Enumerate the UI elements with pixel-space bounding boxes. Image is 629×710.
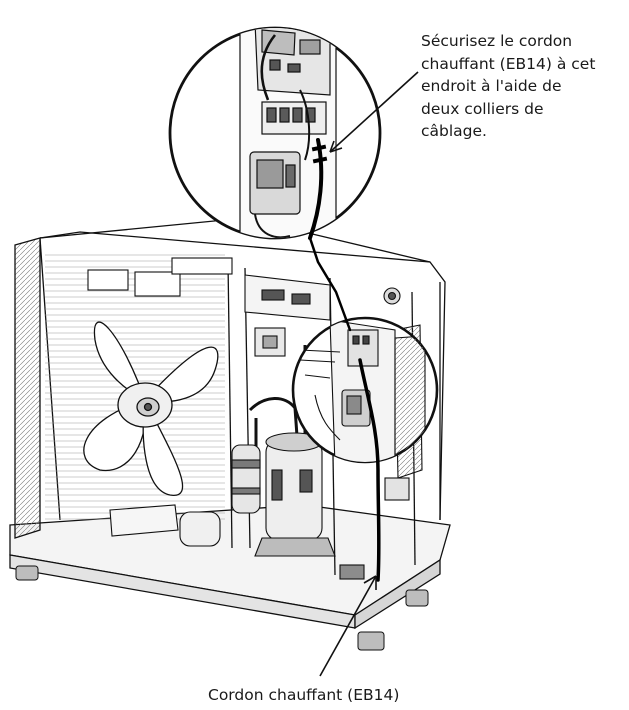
leader-lines — [319, 71, 419, 677]
callout-secure-cable: Sécurisez le cordon chauffant (EB14) à c… — [421, 30, 595, 143]
callout-heating-cable: Cordon chauffant (EB14) — [208, 686, 400, 704]
cable-tie — [311, 144, 328, 164]
callout-line: endroit à l'aide de — [421, 77, 562, 95]
fan — [83, 321, 219, 496]
unit-feet — [15, 565, 429, 651]
heating-cable — [308, 138, 381, 582]
callout-line: Sécurisez le cordon — [421, 32, 573, 50]
callout-line: deux colliers de — [421, 99, 544, 118]
callout-line: câblage. — [421, 122, 487, 140]
callout-line: chauffant (EB14) à cet — [421, 54, 596, 73]
top-detail-circle — [168, 26, 382, 240]
unit-base — [9, 504, 451, 630]
